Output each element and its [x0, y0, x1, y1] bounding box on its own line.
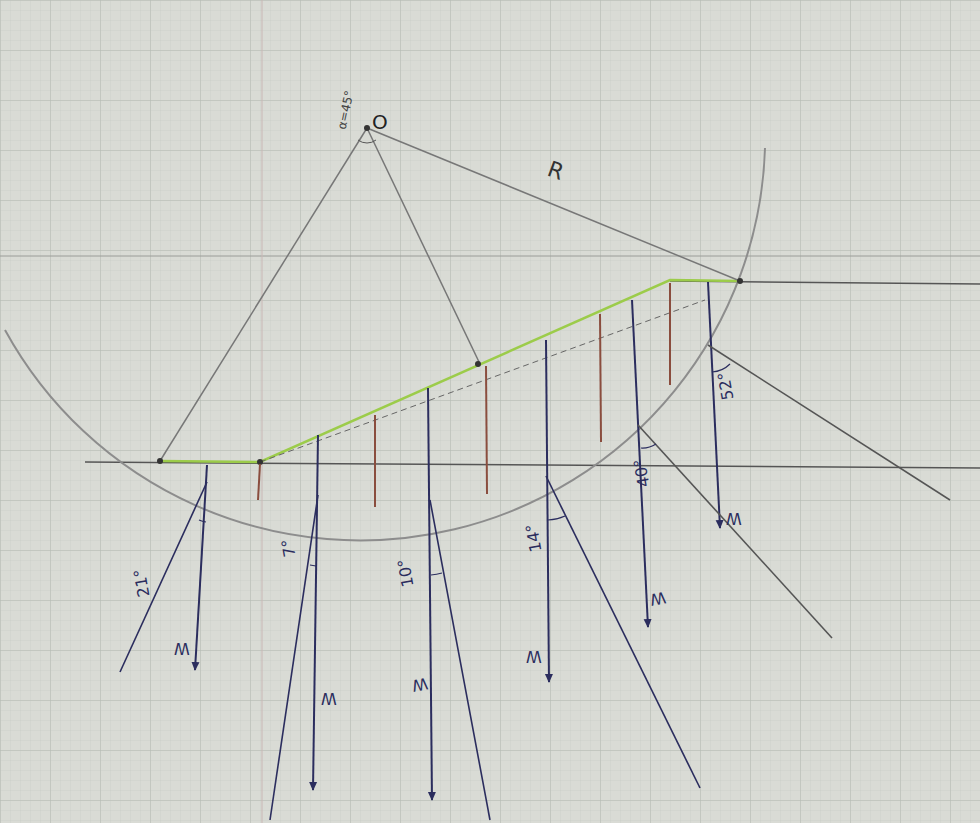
weight-label: W	[174, 640, 190, 656]
weight-label: W	[411, 675, 429, 694]
angle-label: 10°	[396, 558, 417, 589]
weight-label: W	[726, 510, 742, 526]
angle-label: 7°	[280, 538, 299, 559]
weight-label: W	[321, 690, 337, 706]
angle-label: 52°	[716, 371, 737, 402]
weight-label: W	[649, 589, 667, 608]
angle-label: 40°	[632, 458, 653, 489]
angle-label: 14°	[524, 523, 545, 554]
angle-label: 21°	[132, 568, 153, 599]
weight-label: W	[526, 648, 542, 664]
center-point: O	[372, 112, 388, 132]
